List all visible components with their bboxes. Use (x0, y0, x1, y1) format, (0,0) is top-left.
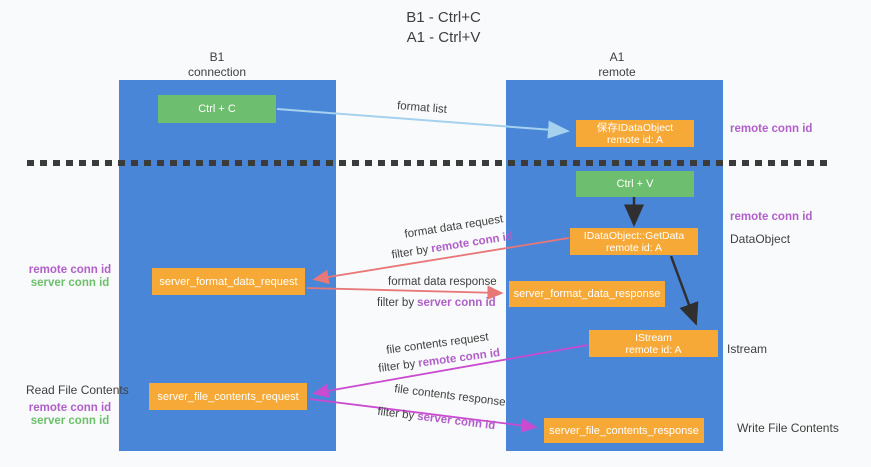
save-dataobject-line1: 保存IDataObject (596, 121, 674, 134)
server-conn-id-accent: server conn id (417, 297, 496, 309)
ctrl-v-box: Ctrl + V (576, 171, 694, 197)
title-line-2: A1 - Ctrl+V (406, 29, 481, 46)
server-file-contents-response-box: server_file_contents_response (544, 418, 704, 443)
remote-conn-id-label-top-left: remote conn id (28, 264, 112, 276)
server-file-contents-response-label: server_file_contents_response (549, 424, 699, 437)
remote-conn-id-label-bottom-left: remote conn id (28, 402, 112, 414)
format-list-label: format list (396, 100, 448, 116)
istream-line2: remote id: A (625, 343, 682, 356)
filter-by-text: filter by (390, 243, 430, 262)
filter-by-text: filter by (377, 297, 415, 309)
getdata-line1: IDataObject::GetData (583, 229, 685, 242)
save-dataobject-box: 保存IDataObject remote id: A (576, 120, 694, 147)
getdata-line2: remote id: A (605, 241, 663, 254)
lane-header-a1: A1 remote (557, 50, 677, 80)
remote-conn-id-label-mid-right: remote conn id (730, 211, 813, 223)
getdata-box: IDataObject::GetData remote id: A (570, 228, 698, 255)
server-file-contents-request-box: server_file_contents_request (149, 383, 307, 410)
remote-conn-id-label-top-right: remote conn id (730, 123, 813, 135)
server-format-data-response-label: server_format_data_response (513, 288, 661, 300)
left-conn-id-group-bottom: remote conn id server conn id (24, 402, 116, 427)
ctrl-c-box: Ctrl + C (158, 95, 276, 123)
filter-by-text: filter by (376, 405, 415, 423)
save-dataobject-line2: remote id: A (606, 133, 664, 146)
istream-line1: IStream (635, 331, 672, 344)
server-format-data-request-label: server_format_data_request (159, 275, 298, 288)
lane-b1-name: B1 (209, 50, 225, 64)
read-file-contents-label: Read File Contents (26, 383, 129, 397)
server-file-contents-request-label: server_file_contents_request (157, 390, 299, 403)
server-conn-id-label-top-left: server conn id (30, 276, 110, 289)
lane-a1-name: A1 (609, 50, 625, 64)
server-format-data-request-box: server_format_data_request (152, 268, 305, 295)
server-format-data-response-box: server_format_data_response (509, 281, 665, 307)
ctrl-v-label: Ctrl + V (616, 178, 654, 190)
server-conn-id-label-bottom-left: server conn id (30, 414, 110, 427)
istream-box: IStream remote id: A (589, 330, 718, 357)
ctrl-c-label: Ctrl + C (198, 103, 236, 115)
filter-by-text: filter by (377, 358, 417, 375)
dataobject-label: DataObject (730, 232, 791, 246)
write-file-contents-label: Write File Contents (737, 421, 839, 435)
file-contents-response-label: file contents response (393, 383, 507, 409)
format-data-response-label: format data response (388, 276, 497, 288)
server-conn-id-accent: server conn id (416, 410, 496, 433)
lane-b1-role: connection (187, 65, 247, 79)
lane-a1-role: remote (598, 65, 636, 79)
lane-header-b1: B1 connection (157, 50, 277, 80)
diagram-title: B1 - Ctrl+C A1 - Ctrl+V (0, 8, 871, 48)
left-conn-id-group-top: remote conn id server conn id (24, 264, 116, 289)
istream-side-label: Istream (727, 342, 768, 356)
title-line-1: B1 - Ctrl+C (406, 9, 481, 26)
